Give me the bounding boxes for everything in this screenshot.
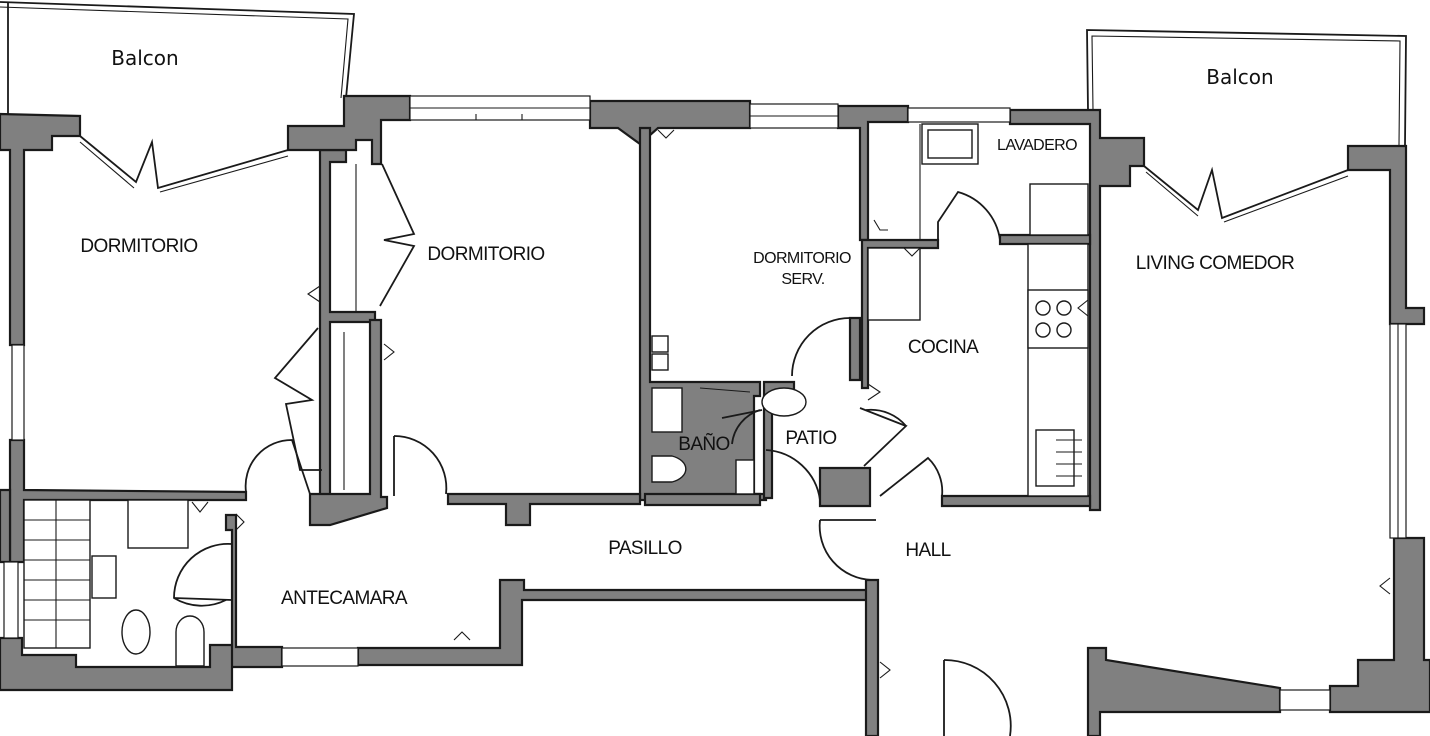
label-balcon-left: Balcon (111, 46, 178, 70)
label-dormitorio-2: DORMITORIO (427, 244, 544, 265)
label-pasillo: PASILLO (608, 538, 682, 559)
stairs (23, 499, 91, 649)
label-hall: HALL (905, 540, 950, 561)
door-markers (191, 129, 1391, 679)
label-patio: PATIO (785, 428, 836, 449)
room-labels: Balcon Balcon DORMITORIO DORMITORIO DORM… (80, 46, 1294, 609)
balcony-doors (79, 135, 1349, 223)
balcony-left (0, 1, 355, 115)
label-balcon-right: Balcon (1206, 65, 1273, 89)
label-dormitorio-serv-line2: SERV. (781, 271, 824, 288)
balcony-right (1086, 29, 1407, 146)
label-bano: BAÑO (678, 433, 729, 455)
label-dormitorio-serv-line1: DORMITORIO (753, 250, 851, 267)
walls (0, 94, 1430, 736)
label-lavadero: LAVADERO (997, 137, 1077, 154)
label-cocina: COCINA (908, 337, 979, 358)
fixtures (23, 123, 1089, 667)
label-dormitorio-1: DORMITORIO (80, 236, 197, 257)
doors (173, 163, 1012, 736)
label-antecamara: ANTECAMARA (281, 588, 408, 609)
windows (3, 95, 1407, 711)
label-living-comedor: LIVING COMEDOR (1136, 253, 1294, 274)
